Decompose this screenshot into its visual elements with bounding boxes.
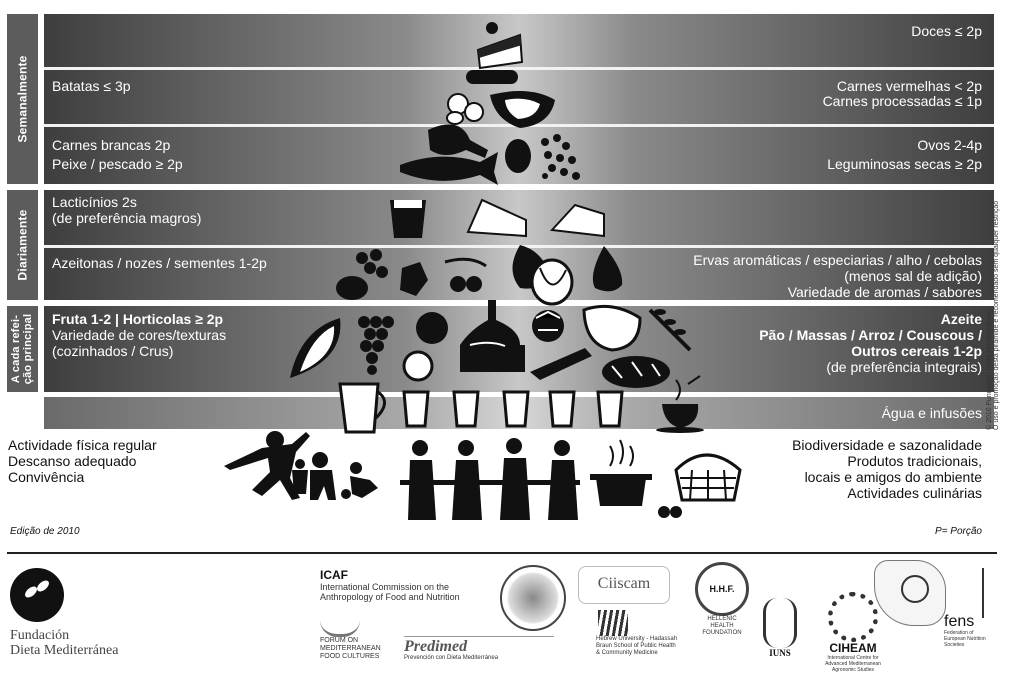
- label-wholegrain: (de preferência integrais): [826, 359, 982, 375]
- label-sweets: Doces ≤ 2p: [911, 23, 982, 39]
- label-traditional-products: Produtos tradicionais,: [847, 453, 982, 469]
- lifestyle-silhouettes-icon: [224, 431, 742, 520]
- hebrew-university-icon: [598, 610, 628, 636]
- icaf-logo: ICAF International Commission on the Ant…: [320, 568, 460, 602]
- label-dairy: Lacticínios 2s: [52, 194, 137, 210]
- label-fish: Peixe / pescado ≥ 2p: [52, 156, 183, 172]
- label-local-eco: locais e amigos do ambiente: [804, 469, 982, 485]
- label-aromas: Variedade de aromas / sabores: [787, 284, 982, 300]
- label-dairy-note: (de preferência magros): [52, 210, 202, 226]
- label-bread-pasta: Pão / Massas / Arroz / Couscous /: [759, 327, 982, 343]
- africa-europe-map-logo: [874, 560, 946, 626]
- forum-logo: FORUM ON MEDITERRANEAN FOOD CULTURES: [320, 620, 400, 661]
- ciiscam-logo: Ciiscam: [578, 566, 670, 604]
- ciheam-sun-icon: [828, 592, 878, 642]
- band-separator: [44, 245, 994, 248]
- fens-stalk-icon: [982, 568, 984, 618]
- fens-logo: fens Federation of European Nutrition So…: [944, 568, 994, 648]
- hebrew-university-logo: Hebrew University - Hadassah Braun Schoo…: [596, 610, 686, 657]
- label-colors: Variedade de cores/texturas: [52, 327, 227, 343]
- politecnica-seal: [500, 565, 566, 631]
- label-other-cereals: Outros cereais 1-2p: [851, 343, 982, 359]
- meat-icon: [446, 70, 555, 128]
- ciheam-logo: CIHEAM International Centre for Advanced…: [818, 592, 888, 673]
- section-label-weekly: Semanalmente: [7, 14, 38, 184]
- water-jug-glasses-icon: [338, 375, 704, 434]
- label-fruit-veg: Fruta 1-2 | Horticolas ≥ 2p: [52, 311, 224, 327]
- copyright-vertical: © 2010 Fundación Dieta Mediterránea O us…: [986, 200, 1000, 430]
- predimed-logo: Predimed Prevención con Dieta Mediterrán…: [404, 636, 554, 662]
- poultry-fish-eggs-icon: [400, 124, 580, 185]
- label-rest: Descanso adequado: [8, 453, 137, 469]
- label-salt: (menos sal de adição): [844, 268, 982, 284]
- hhf-logo: H.H.F. HELLENIC HEALTH FOUNDATION: [692, 562, 752, 637]
- label-olives-nuts: Azeitonas / nozes / sementes 1-2p: [52, 255, 267, 271]
- section-label-daily: Diariamente: [7, 190, 38, 300]
- portion-legend: P= Porção: [935, 526, 982, 537]
- label-herbs: Ervas aromáticas / especiarias / alho / …: [693, 252, 982, 268]
- band-separator: [44, 67, 994, 70]
- label-olive-oil: Azeite: [940, 311, 982, 327]
- label-biodiversity: Biodiversidade e sazonalidade: [792, 437, 982, 453]
- dairy-icon: [390, 198, 605, 238]
- label-conviviality: Convivência: [8, 469, 85, 485]
- forum-logo-icon: [320, 620, 360, 637]
- section-label-meal: A cada refei-ção principal: [7, 306, 38, 392]
- label-red-meat: Carnes vermelhas < 2p: [836, 78, 982, 94]
- label-culinary: Actividades culinárias: [847, 485, 982, 501]
- label-physical-activity: Actividade física regular: [8, 437, 157, 453]
- globe-icon: [901, 575, 929, 603]
- fundacion-logo-icon: [10, 568, 64, 622]
- fundacion-logo: Fundación Dieta Mediterránea: [10, 568, 190, 668]
- iuns-wheat-icon: [763, 598, 797, 648]
- cake-icon: [476, 22, 524, 70]
- label-white-meat: Carnes brancas 2p: [52, 137, 171, 153]
- label-eggs: Ovos 2-4p: [917, 137, 982, 153]
- label-legumes: Leguminosas secas ≥ 2p: [827, 156, 982, 172]
- hhf-circle-icon: H.H.F.: [695, 562, 749, 616]
- label-potatoes: Batatas ≤ 3p: [52, 78, 131, 94]
- label-cooked-raw: (cozinhados / Crus): [52, 343, 174, 359]
- fruit-veg-oil-bread-icon: [290, 300, 692, 388]
- label-processed-meat: Carnes processadas ≤ 1p: [822, 93, 982, 109]
- label-water: Água e infusões: [881, 405, 982, 421]
- edition-label: Edição de 2010: [10, 526, 80, 537]
- nuts-olives-herbs-icon: [336, 245, 623, 306]
- footer-divider: [7, 552, 997, 554]
- iuns-logo: IUNS: [760, 598, 800, 658]
